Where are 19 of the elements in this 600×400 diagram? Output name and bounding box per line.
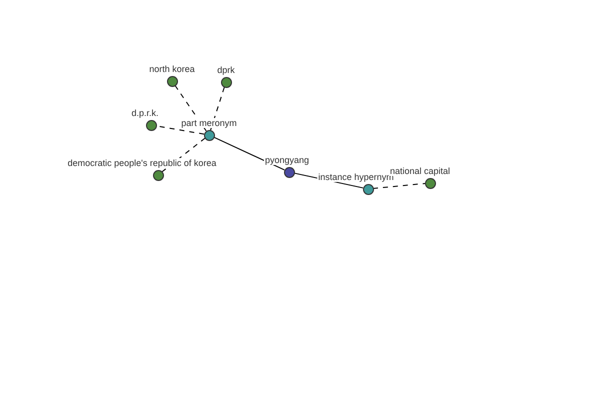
graph-node (204, 130, 214, 140)
node-label: national capital (388, 166, 452, 176)
node-label: north korea (148, 64, 196, 74)
node-label: pyongyang (264, 155, 310, 165)
graph-node (166, 76, 178, 86)
graph-node (220, 76, 232, 88)
graph-node (424, 178, 436, 188)
node-label: part meronym (180, 118, 238, 128)
dashed-connector (161, 138, 206, 172)
node-label: dprk (216, 65, 236, 75)
dashed-connector (372, 182, 426, 190)
dashed-connector (210, 86, 225, 131)
graph-node (284, 166, 294, 178)
graph-node (152, 170, 164, 180)
graph-node (362, 184, 374, 194)
graph-node (146, 120, 156, 130)
node-label: d.p.r.k. (130, 108, 160, 118)
connector-line (213, 136, 285, 170)
node-label: democratic people's republic of korea (66, 158, 218, 168)
